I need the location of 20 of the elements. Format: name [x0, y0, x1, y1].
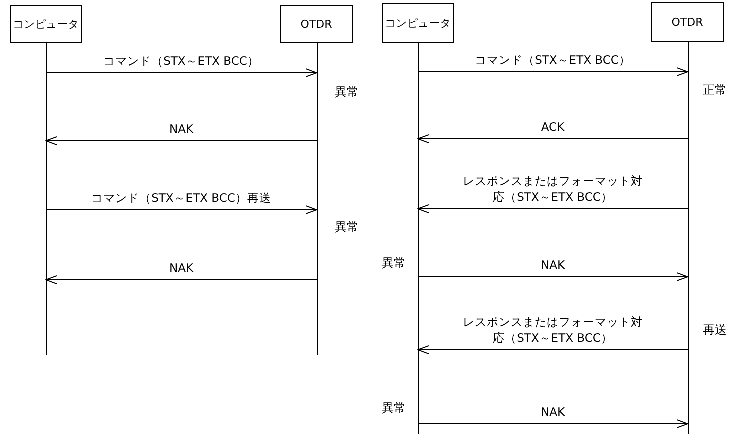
participant-name: コンピュータ [13, 16, 79, 32]
state-note: 異常 [382, 255, 406, 272]
message-arrow [418, 272, 688, 282]
message-arrow [418, 420, 688, 428]
participant-name: コンピュータ [385, 16, 451, 30]
message-arrow [418, 346, 688, 354]
message-arrow [46, 206, 318, 214]
message-arrow [418, 134, 688, 144]
message-arrow [46, 68, 318, 78]
message-arrow [46, 136, 318, 146]
state-note: 異常 [382, 400, 406, 417]
state-note: 異常 [335, 219, 359, 236]
participant-name: OTDR [672, 16, 704, 28]
state-note: 異常 [335, 84, 359, 101]
message-arrow [418, 68, 688, 76]
message-arrow [46, 276, 318, 284]
participant-name: OTDR [300, 18, 332, 30]
state-note: 正常 [703, 82, 727, 99]
message-arrow [418, 204, 688, 214]
state-note: 再送 [703, 322, 727, 339]
